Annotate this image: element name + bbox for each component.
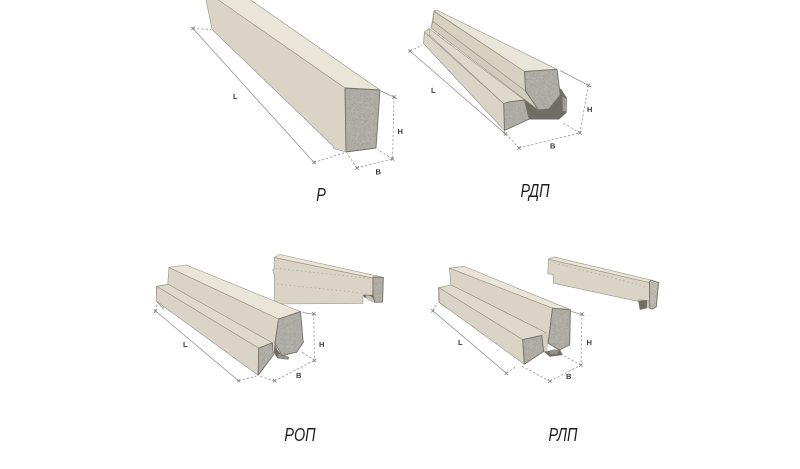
svg-text:B: B xyxy=(376,168,382,177)
svg-text:H: H xyxy=(587,105,592,114)
svg-text:H: H xyxy=(587,338,592,347)
svg-text:H: H xyxy=(319,340,324,349)
svg-text:B: B xyxy=(550,142,556,151)
svg-text:L: L xyxy=(233,92,238,101)
svg-text:L: L xyxy=(183,340,188,349)
svg-text:B: B xyxy=(566,372,572,381)
svg-text:H: H xyxy=(398,127,403,136)
svg-text:L: L xyxy=(431,86,436,95)
svg-text:L: L xyxy=(458,338,463,347)
svg-text:B: B xyxy=(296,371,302,380)
